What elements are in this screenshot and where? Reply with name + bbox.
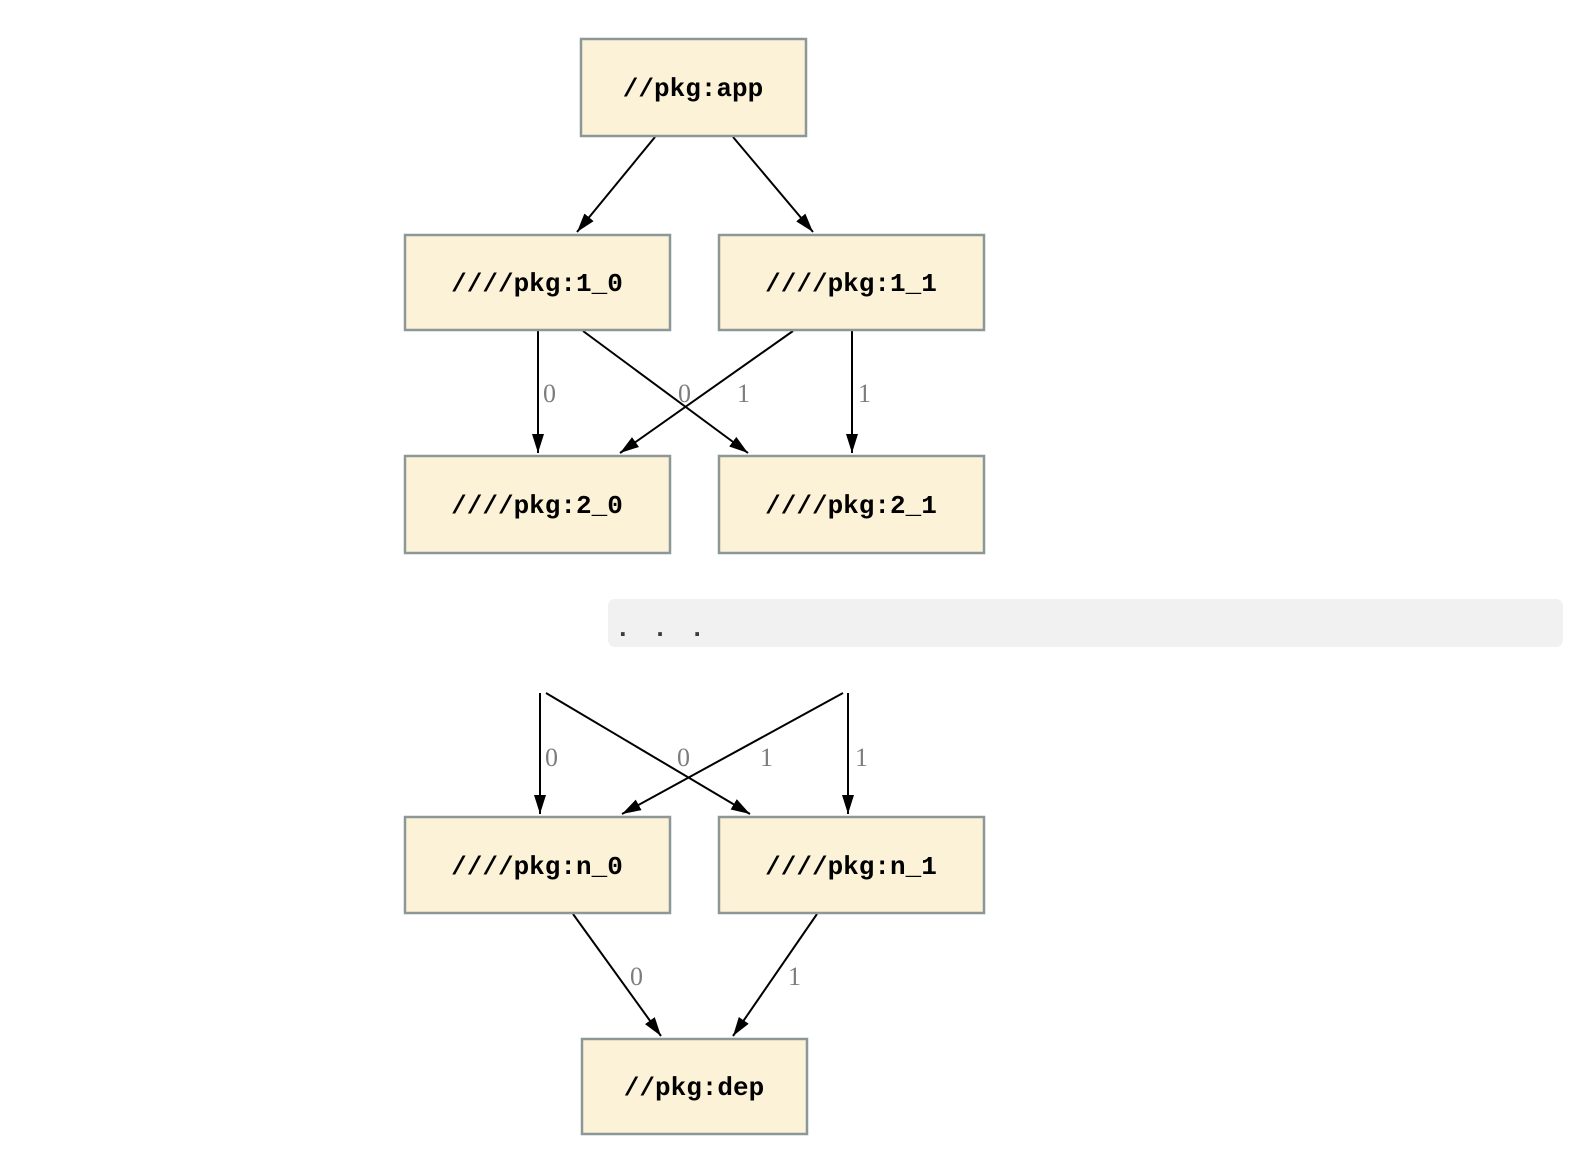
edge-label-1_1-2_0: 0 (678, 379, 691, 408)
node-pkg-2_0-label: ////pkg:2_0 (451, 491, 623, 521)
node-pkg-app-box (579, 37, 808, 138)
edge-label-ellipsis-n_0-cross: 0 (677, 743, 690, 772)
edge-app-to-1_0 (576, 136, 656, 233)
edge-label-1_0-2_0: 0 (543, 379, 556, 408)
edge-app-to-1_1 (732, 136, 814, 233)
edge-n_1-to-dep (732, 913, 818, 1037)
edges (532, 136, 858, 1037)
node-pkg-n_1-box (717, 815, 986, 915)
edge-label-ellipsis-n_1-straight: 1 (855, 743, 868, 772)
edge-n_0-to-dep (572, 913, 662, 1037)
node-pkg-app-label: //pkg:app (623, 74, 763, 104)
node-pkg-2_1-label: ////pkg:2_1 (765, 491, 937, 521)
edge-label-ellipsis-n_1-cross: 1 (760, 743, 773, 772)
node-pkg-n_1-label: ////pkg:n_1 (765, 852, 937, 882)
edge-ellipsis-to-n_0-cross (621, 692, 844, 815)
node-pkg-dep-label: //pkg:dep (624, 1073, 764, 1103)
ellipsis-band (608, 599, 1563, 647)
node-pkg-1_0-label: ////pkg:1_0 (451, 269, 623, 299)
node-pkg-dep-box (580, 1037, 809, 1136)
edge-label-n_0-dep: 0 (630, 962, 643, 991)
node-pkg-1_0: ////pkg:1_0 (403, 233, 672, 332)
edge-label-1_0-2_1: 1 (737, 379, 750, 408)
edge-label-n_1-dep: 1 (788, 962, 801, 991)
edge-label-ellipsis-n_0-straight: 0 (545, 743, 558, 772)
edge-1_1-to-2_0 (619, 330, 794, 454)
node-pkg-1_1-box (717, 233, 986, 332)
node-pkg-n_0-label: ////pkg:n_0 (451, 852, 623, 882)
node-pkg-2_1: ////pkg:2_1 (717, 454, 986, 555)
node-pkg-2_1-box (717, 454, 986, 555)
edge-label-1_1-2_1: 1 (858, 379, 871, 408)
node-pkg-1_1: ////pkg:1_1 (717, 233, 986, 332)
node-pkg-1_1-label: ////pkg:1_1 (765, 269, 937, 299)
node-pkg-n_0-box (403, 815, 672, 915)
edge-labels: 0 0 1 1 0 0 1 1 0 1 (543, 379, 871, 991)
node-pkg-2_0-box (403, 454, 672, 555)
node-pkg-app: //pkg:app (579, 37, 808, 138)
node-pkg-n_0: ////pkg:n_0 (403, 815, 672, 915)
node-pkg-dep: //pkg:dep (580, 1037, 809, 1136)
node-pkg-1_0-box (403, 233, 672, 332)
ellipsis-text: . . . (615, 614, 708, 644)
edge-1_0-to-2_1 (582, 330, 749, 454)
edge-ellipsis-to-n_1-cross (545, 692, 751, 815)
node-pkg-2_0: ////pkg:2_0 (403, 454, 672, 555)
node-pkg-n_1: ////pkg:n_1 (717, 815, 986, 915)
